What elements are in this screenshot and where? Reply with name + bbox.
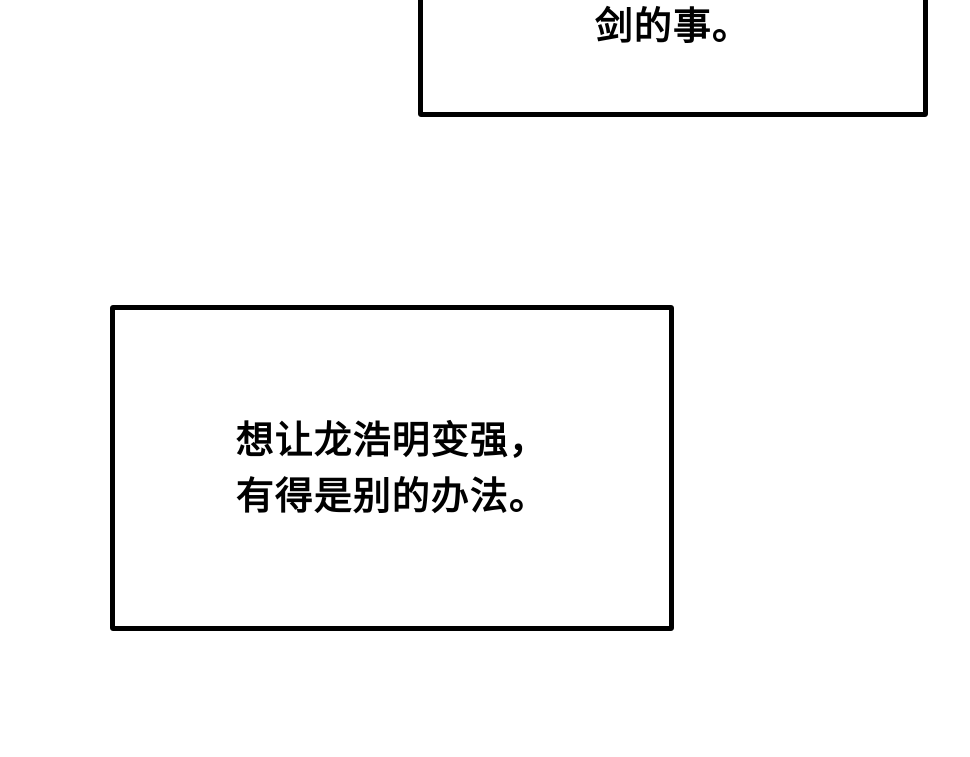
caption-line: 剑的事。 (594, 4, 751, 48)
caption-text-main: 想让龙浩明变强， 有得是别的办法。 (236, 412, 548, 524)
caption-text-top: 剑的事。 (595, 0, 751, 54)
caption-box-main: 想让龙浩明变强， 有得是别的办法。 (110, 305, 674, 631)
caption-line: 有得是别的办法。 (235, 474, 548, 518)
caption-box-top: 剑的事。 (418, 0, 928, 117)
caption-line: 想让龙浩明变强， (235, 418, 548, 462)
